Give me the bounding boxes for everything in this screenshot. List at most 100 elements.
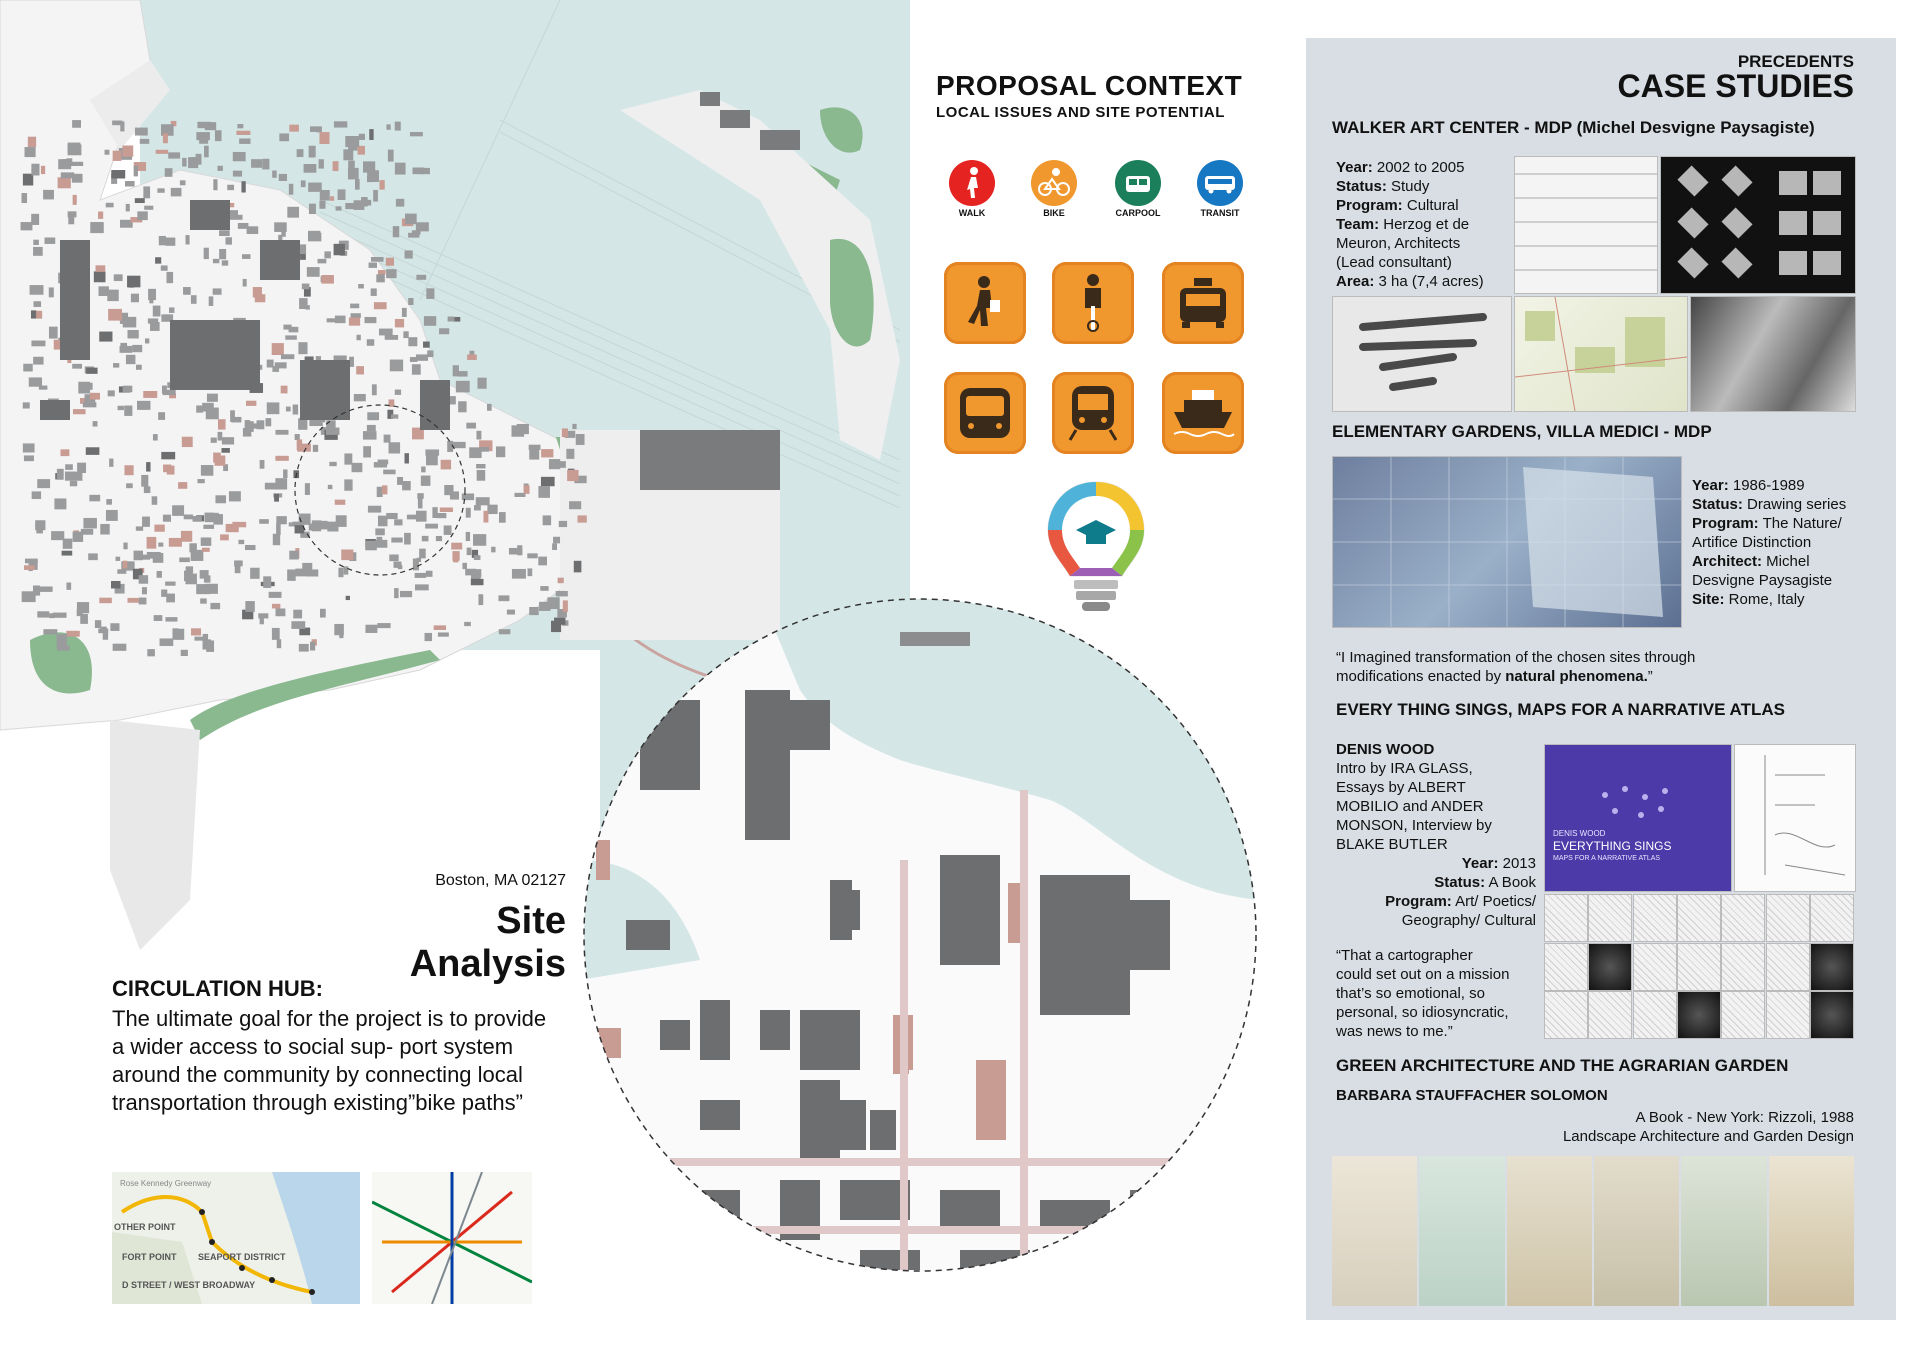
walker-line: Year: 2002 to 2005	[1336, 159, 1465, 176]
green-drawing-image	[1506, 1156, 1592, 1306]
circulation-hub-body: The ultimate goal for the project is to …	[112, 1006, 547, 1115]
sings-heading: EVERY THING SINGS, MAPS FOR A NARRATIVE …	[1336, 700, 1785, 719]
walker-plan-image	[1514, 296, 1688, 412]
zoom-detail	[584, 599, 1256, 1271]
walker-details: Year: 2002 to 2005 Status: Study Program…	[1336, 158, 1516, 291]
bike-mode: BIKE	[1026, 160, 1082, 218]
everything-sings-book-cover: DENIS WOOD EVERYTHING SINGS MAPS FOR A N…	[1544, 744, 1732, 892]
sings-map-thumb	[1676, 894, 1721, 942]
green-drawing-image	[1768, 1156, 1854, 1306]
bus-icon	[944, 372, 1026, 454]
sings-map-thumb	[1721, 894, 1766, 942]
sings-map-thumb	[1809, 991, 1854, 1040]
sings-map-thumb	[1544, 991, 1588, 1040]
zoom-circle	[583, 598, 1257, 1272]
transit-label: TRANSIT	[1200, 208, 1240, 218]
carpool-mode: CARPOOL	[1110, 160, 1166, 218]
sings-map-thumb	[1809, 894, 1854, 942]
sings-map-thumb	[1721, 942, 1766, 991]
medici-line: Status: Drawing series	[1692, 496, 1847, 513]
sings-map-thumb	[1632, 942, 1677, 991]
sings-map-thumb	[1809, 942, 1854, 991]
medici-line: Year: 1986-1989	[1692, 477, 1805, 494]
green-subject: Landscape Architecture and Garden Design	[1562, 1128, 1854, 1145]
south-beach	[110, 720, 200, 950]
medici-line: Program: The Nature/	[1692, 515, 1842, 532]
mini-map-label-greenway: Rose Kennedy Greenway	[120, 1179, 211, 1188]
building-fabric	[20, 120, 587, 657]
green-author: BARBARA STAUFFACHER SOLOMON	[1336, 1087, 1608, 1104]
walker-line: Program: Cultural	[1336, 197, 1459, 214]
sings-map-thumb	[1676, 991, 1721, 1040]
walk-mode: WALK	[944, 160, 1000, 218]
everything-sings-diagram	[1734, 744, 1856, 892]
green-publication: A Book - New York: Rizzoli, 1988	[1635, 1109, 1854, 1126]
mini-map-label-d-street: D STREET / WEST BROADWAY	[122, 1280, 255, 1290]
medici-quote: “I Imagined transformation of the chosen…	[1336, 649, 1696, 685]
bike-label: BIKE	[1043, 208, 1065, 218]
site-analysis-title: Site Analysis	[409, 900, 566, 985]
sings-map-thumb	[1544, 894, 1588, 942]
sings-map-thumb	[1765, 991, 1810, 1040]
walk-label: WALK	[958, 208, 986, 218]
pier-north	[90, 60, 170, 150]
sings-meta: Year: 2013 Status: A Book Program: Art/ …	[1385, 855, 1536, 929]
medici-line: Site: Rome, Italy	[1692, 591, 1805, 608]
circulation-hub-title: CIRCULATION HUB:	[112, 976, 324, 1001]
case-studies-title: CASE STUDIES	[1617, 68, 1854, 104]
pedestrian-icon	[944, 262, 1026, 344]
medici-drawings-image	[1332, 456, 1682, 628]
book-author: DENIS WOOD	[1553, 829, 1606, 838]
transit-icon	[1197, 160, 1243, 206]
mini-map-label-seaport: SEAPORT DISTRICT	[198, 1252, 286, 1262]
book-subtitle: MAPS FOR A NARRATIVE ATLAS	[1553, 855, 1661, 862]
transit-mode: TRANSIT	[1192, 160, 1248, 218]
everything-sings-map-grid	[1544, 894, 1854, 1040]
sings-map-thumb	[1588, 942, 1633, 991]
walker-model-image	[1660, 156, 1856, 294]
site-address: Boston, MA 02127	[435, 872, 566, 889]
sings-quote: “That a cartographer could set out on a …	[1336, 947, 1510, 1040]
taxi-icon	[1162, 262, 1244, 344]
proposal-subtitle: LOCAL ISSUES AND SITE POTENTIAL	[936, 104, 1225, 121]
mini-map-label-fort-point: FORT POINT	[122, 1252, 177, 1262]
medici-details: Year: 1986-1989 Status: Drawing series P…	[1692, 476, 1872, 609]
sings-map-thumb	[1765, 942, 1810, 991]
green-drawings-strip	[1332, 1156, 1854, 1306]
transit-system-map	[372, 1172, 532, 1304]
green-drawing-image	[1681, 1156, 1767, 1306]
walker-line: Team: Herzog et de	[1336, 216, 1470, 233]
walk-icon	[949, 160, 995, 206]
walker-line: Status: Study	[1336, 178, 1430, 195]
walker-heading: WALKER ART CENTER - MDP (Michel Desvigne…	[1332, 118, 1815, 137]
green-drawing-image	[1332, 1156, 1418, 1306]
train-icon	[1052, 372, 1134, 454]
site-map	[0, 0, 1257, 1272]
walker-study-grid-image	[1514, 156, 1658, 294]
book-title: EVERYTHING SINGS	[1553, 839, 1672, 853]
bike-icon	[1031, 160, 1077, 206]
sings-map-thumb	[1676, 942, 1721, 991]
walker-aerial-image	[1690, 296, 1856, 412]
case-studies-panel: PRECEDENTS CASE STUDIES WALKER ART CENTE…	[1306, 38, 1896, 1320]
green-drawing-image	[1593, 1156, 1680, 1306]
medici-line: Desvigne Paysagiste	[1692, 572, 1833, 589]
sings-map-thumb	[1721, 991, 1766, 1040]
proposal-title: PROPOSAL CONTEXT	[936, 70, 1243, 101]
education-lightbulb-icon	[1047, 481, 1145, 611]
walker-sketch-image	[1332, 296, 1512, 412]
cyclist-icon	[1052, 262, 1134, 344]
medici-line: Artifice Distinction	[1692, 534, 1812, 551]
sings-map-thumb	[1632, 991, 1677, 1040]
walker-line: Meuron, Architects	[1336, 235, 1461, 252]
sings-map-thumb	[1765, 894, 1810, 942]
green-heading: GREEN ARCHITECTURE AND THE AGRARIAN GARD…	[1336, 1056, 1789, 1075]
green-drawing-image	[1419, 1156, 1505, 1306]
hub-circle-small	[294, 404, 466, 576]
carpool-label: CARPOOL	[1115, 208, 1161, 218]
precedents-label: PRECEDENTS	[1737, 52, 1854, 71]
sings-map-thumb	[1588, 991, 1633, 1040]
shoreline-park	[190, 650, 440, 740]
ferry-icon	[1162, 372, 1244, 454]
sings-authors: DENIS WOOD Intro by IRA GLASS, Essays by…	[1336, 741, 1492, 853]
